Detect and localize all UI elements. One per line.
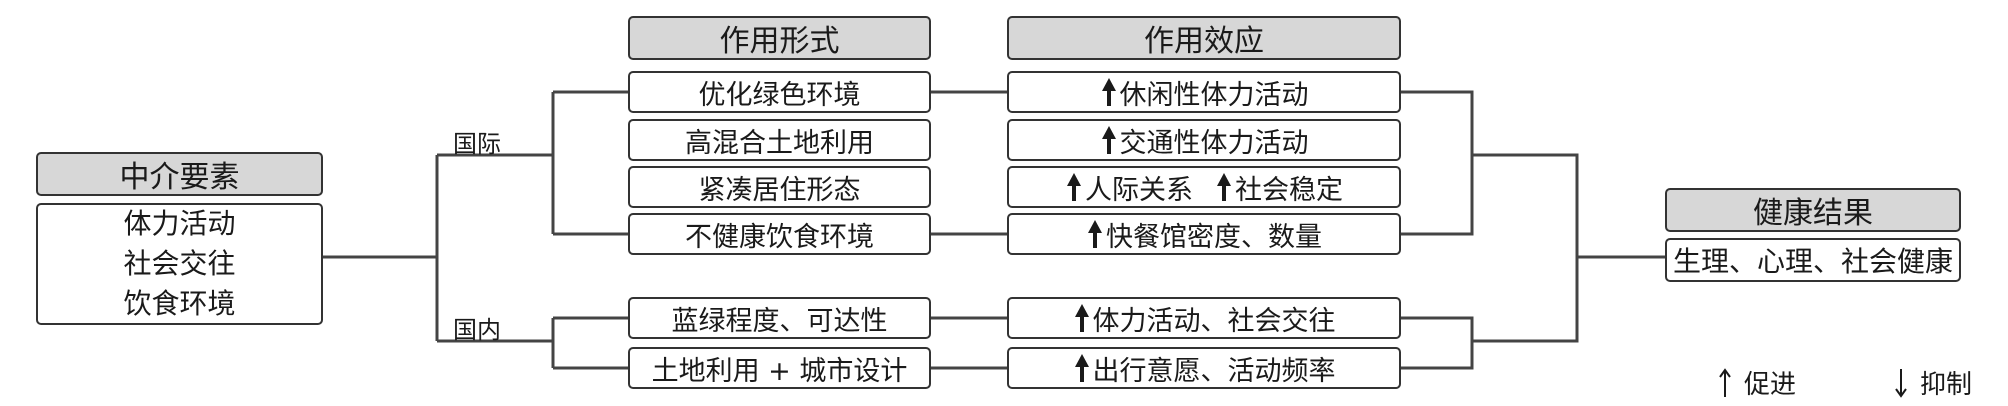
effect-item-label: 体力活动、社会交往 [1092,305,1336,337]
arrow-up-icon [1074,304,1089,332]
form-item: 优化绿色环境 [628,71,931,113]
mediator-items-box: 体力活动 社会交往 饮食环境 [36,203,323,325]
form-header: 作用形式 [628,16,931,60]
arrow-up-icon [1074,354,1089,382]
effect-item-label: 社会稳定 [1235,174,1343,206]
arrow-up-icon [1719,367,1731,397]
effect-item-label: 人际关系 [1085,174,1193,206]
arrow-up-icon [1088,220,1102,248]
legend-promote-label: 促进 [1744,370,1797,400]
effect-item: 快餐馆密度、数量 [1007,213,1401,255]
mediator-item: 饮食环境 [123,287,236,320]
group-label-domestic: 国内 [453,316,501,344]
group-label-international: 国际 [453,130,501,158]
arrow-down-icon [1895,368,1907,398]
effect-item-label: 休闲性体力活动 [1119,79,1309,111]
form-item: 不健康饮食环境 [628,213,931,255]
legend-inhibit-label: 抑制 [1920,370,1973,400]
arrow-up-icon [1101,78,1116,106]
effect-item-label: 交通性体力活动 [1119,127,1309,159]
effect-item-label: 出行意愿、活动频率 [1092,355,1336,387]
legend-promote: 促进 [1718,364,1796,401]
effect-item: 体力活动、社会交往 [1007,297,1401,339]
effect-header: 作用效应 [1007,16,1401,60]
effect-item: 休闲性体力活动 [1007,71,1401,113]
form-item: 高混合土地利用 [628,119,931,161]
effect-item-label: 快餐馆密度、数量 [1106,221,1322,253]
outcome-value: 生理、心理、社会健康 [1665,238,1961,282]
arrow-up-icon [1101,126,1116,154]
effect-item: 人际关系 社会稳定 [1007,166,1401,208]
form-item: 紧凑居住形态 [628,166,931,208]
legend-inhibit: 抑制 [1894,364,1972,401]
effect-item: 交通性体力活动 [1007,119,1401,161]
outcome-header: 健康结果 [1665,188,1961,232]
mediator-item: 体力活动 [123,207,236,240]
mediator-header: 中介要素 [36,152,323,196]
effect-item: 出行意愿、活动频率 [1007,347,1401,389]
arrow-up-icon [1217,173,1231,201]
arrow-up-icon [1067,173,1081,201]
mediator-item: 社会交往 [123,247,236,280]
form-item: 土地利用 + 城市设计 [628,347,931,389]
form-item: 蓝绿程度、可达性 [628,297,931,339]
